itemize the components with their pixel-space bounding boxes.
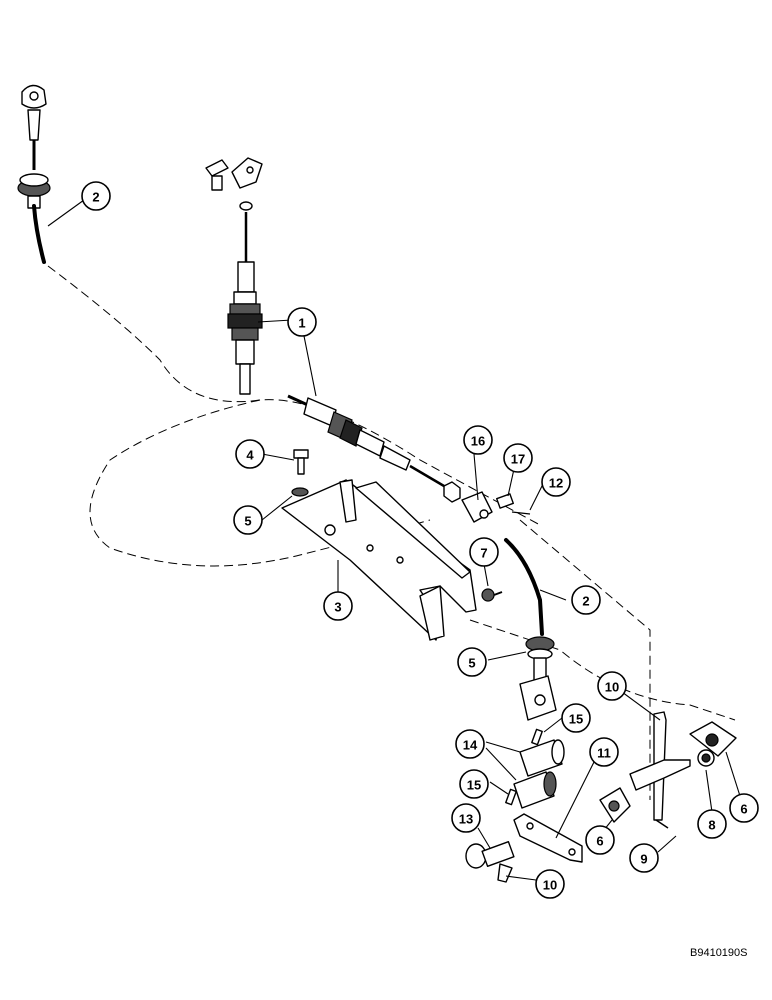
svg-text:15: 15	[569, 712, 583, 727]
svg-text:15: 15	[467, 778, 481, 793]
routing-line-right	[519, 519, 651, 800]
svg-text:17: 17	[511, 452, 525, 467]
roll-pin-lower	[505, 788, 517, 806]
cable-lower	[504, 538, 557, 721]
flange-6-middle	[599, 787, 631, 823]
bracket-3	[281, 479, 477, 641]
svg-text:6: 6	[596, 834, 603, 849]
svg-text:11: 11	[597, 746, 611, 761]
roll-pin-upper	[531, 728, 543, 746]
svg-text:12: 12	[549, 476, 563, 491]
callout-6-middle: 6	[585, 825, 615, 855]
svg-text:5: 5	[244, 514, 251, 529]
svg-text:10: 10	[543, 878, 557, 893]
callout-16: 16	[463, 425, 493, 455]
svg-text:7: 7	[480, 546, 487, 561]
reference-code: B9410190S	[690, 947, 748, 959]
flange-6-right	[689, 721, 737, 757]
svg-text:14: 14	[463, 738, 478, 753]
leader-lines	[47, 199, 741, 881]
callout-9: 10	[597, 671, 627, 701]
routing-line-loop	[89, 399, 431, 567]
callout-2-upper: 2	[81, 181, 111, 211]
callout-7: 7	[469, 537, 499, 567]
svg-text:10: 10	[605, 680, 619, 695]
lever-9	[629, 711, 691, 829]
svg-text:16: 16	[471, 434, 485, 449]
cable-assembly-upper	[205, 157, 263, 395]
callout-15-upper: 15	[561, 703, 591, 733]
callout-2-lower: 2	[571, 585, 601, 615]
callout-12: 13	[451, 803, 481, 833]
callout-5-upper: 5	[233, 505, 263, 535]
callout-5-lower: 5	[457, 647, 487, 677]
callout-3: 3	[323, 591, 353, 621]
routing-line-upper	[47, 265, 541, 526]
cable-end-upper-left	[17, 84, 51, 264]
couplers-14	[513, 739, 565, 809]
pin-13	[497, 863, 513, 883]
plate-11	[513, 813, 583, 863]
bolt-12	[465, 840, 515, 869]
svg-text:2: 2	[92, 190, 99, 205]
svg-text:6: 6	[740, 802, 747, 817]
callout-10-lower: 9	[629, 843, 659, 873]
bolt-4	[291, 449, 309, 497]
svg-text:1: 1	[298, 316, 305, 331]
svg-text:13: 13	[459, 812, 473, 827]
routing-line-lower	[469, 619, 736, 721]
callout-8: 8	[697, 809, 727, 839]
svg-text:2: 2	[582, 594, 589, 609]
svg-text:8: 8	[708, 818, 715, 833]
callout-14: 14	[455, 729, 485, 759]
svg-text:3: 3	[334, 600, 341, 615]
callout-4: 4	[235, 439, 265, 469]
callout-15-lower: 15	[459, 769, 489, 799]
callout-10-upper: 12	[541, 467, 571, 497]
callout-11: 11	[589, 737, 619, 767]
svg-text:5: 5	[468, 656, 475, 671]
callout-13: 10	[535, 869, 565, 899]
cable-assembly-middle	[287, 394, 531, 523]
svg-text:9: 9	[640, 852, 647, 867]
svg-text:4: 4	[246, 448, 254, 463]
callout-1: 1	[287, 307, 317, 337]
callout-6-right: 6	[729, 793, 759, 823]
callout-17: 17	[503, 443, 533, 473]
bolt-7	[481, 588, 503, 602]
bushing-8	[697, 749, 715, 767]
